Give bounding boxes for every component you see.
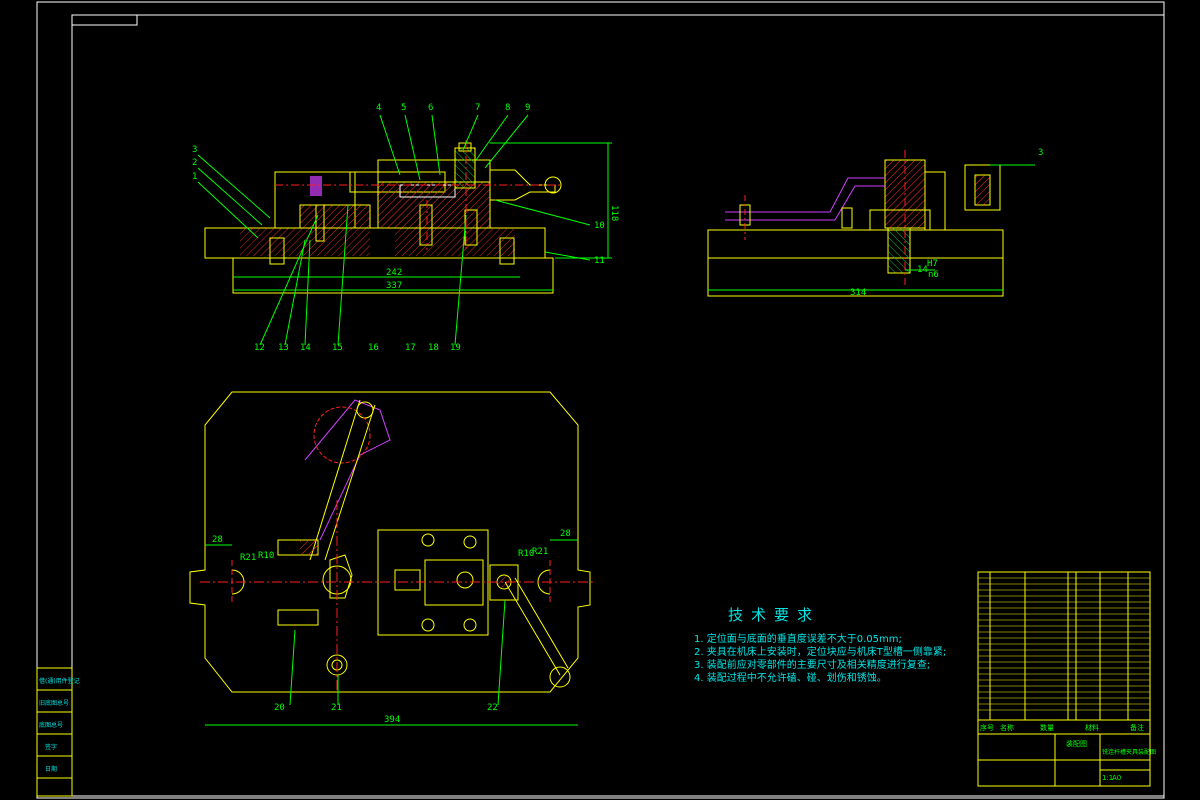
side-stamp: 借(通)用件登记 旧底图总号 底图总号 签字 日期 [36,667,80,797]
stamp-borrowed: 借(通)用件登记 [39,677,80,685]
tech-requirement-2: 2. 夹具在机床上安装时，定位块应与机床T型槽一侧靠紧; [694,647,947,658]
front-balloon-19: 19 [450,343,461,353]
bom-header-material: 材料 [1085,723,1099,732]
stamp-drawing-no: 底图总号 [39,721,63,729]
top-dim-left-slot: 28 [212,535,223,545]
top-balloon-20: 20 [274,703,285,713]
base-feet [232,257,554,294]
front-balloon-11: 11 [594,256,605,266]
front-balloon-8: 8 [505,103,510,113]
front-balloon-5: 5 [401,103,406,113]
front-dim-height: 118 [609,205,619,221]
bom-header-qty: 数量 [1040,723,1054,732]
top-base-outline [189,391,591,693]
stamp-signature: 签字 [45,743,57,751]
sheet-size: A0 [1112,774,1121,782]
top-dim-width: 394 [384,715,400,725]
front-balloon-9: 9 [525,103,530,113]
side-fit-bottom: n6 [928,270,939,280]
front-balloon-10: 10 [594,221,605,231]
top-dim-r10-right: R10 [518,549,534,559]
side-fit-top: H7 [927,259,938,269]
product-name: 铣连杆槽夹具装配图 [1102,748,1156,756]
top-dim-r10-left: R10 [258,551,274,561]
front-balloon-16: 16 [368,343,379,353]
front-balloon-2: 2 [192,158,197,168]
drawing-frame [36,1,1165,799]
bom-rows [978,577,1150,711]
front-balloon-17: 17 [405,343,416,353]
top-balloon-21: 21 [331,703,342,713]
drawing-scale: 1:1 [1102,774,1113,782]
title-block [977,571,1151,787]
top-dim-r21-left: R21 [240,553,256,563]
tech-requirements-title: 技术要求 [728,606,821,624]
drawing-name: 装配图 [1066,739,1087,748]
front-balloon-13: 13 [278,343,289,353]
side-fit-prefix: 14 [917,265,928,275]
front-balloon-12: 12 [254,343,265,353]
top-view: 28 28 R21 R10 R10 R21 394 20 21 22 [189,391,595,726]
front-balloon-14: 14 [300,343,311,353]
tech-requirement-1: 1. 定位面与底面的垂直度误差不大于0.05mm; [694,634,902,645]
front-view: 4 5 6 7 8 9 3 2 1 10 11 12 13 14 15 16 1… [192,103,619,353]
tech-requirement-3: 3. 装配前应对零部件的主要尺寸及相关精度进行复查; [694,660,931,671]
front-balloon-18: 18 [428,343,439,353]
top-balloon-22: 22 [487,703,498,713]
front-balloon-7: 7 [475,103,480,113]
side-balloon-3: 3 [1038,148,1043,158]
bom-header-no: 序号 [980,723,994,732]
side-dim-width: 314 [850,288,866,298]
tech-requirement-4: 4. 装配过程中不允许磕、碰、划伤和锈蚀。 [694,673,887,684]
front-balloon-6: 6 [428,103,433,113]
front-balloon-3: 3 [192,145,197,155]
front-balloon-15: 15 [332,343,343,353]
bom-header-remark: 备注 [1130,723,1144,732]
bom-header-name: 名称 [1000,723,1014,732]
front-balloon-1: 1 [192,172,197,182]
side-view: 3 314 14 H7 n6 [707,148,1043,298]
top-dim-r21-right: R21 [532,547,548,557]
front-dim-inner-width: 242 [386,268,402,278]
top-dim-right-slot: 28 [560,529,571,539]
stamp-old-drawing: 旧底图总号 [39,699,69,707]
stamp-date: 日期 [45,765,57,773]
front-dim-overall-width: 337 [386,281,402,291]
front-balloon-4: 4 [376,103,381,113]
